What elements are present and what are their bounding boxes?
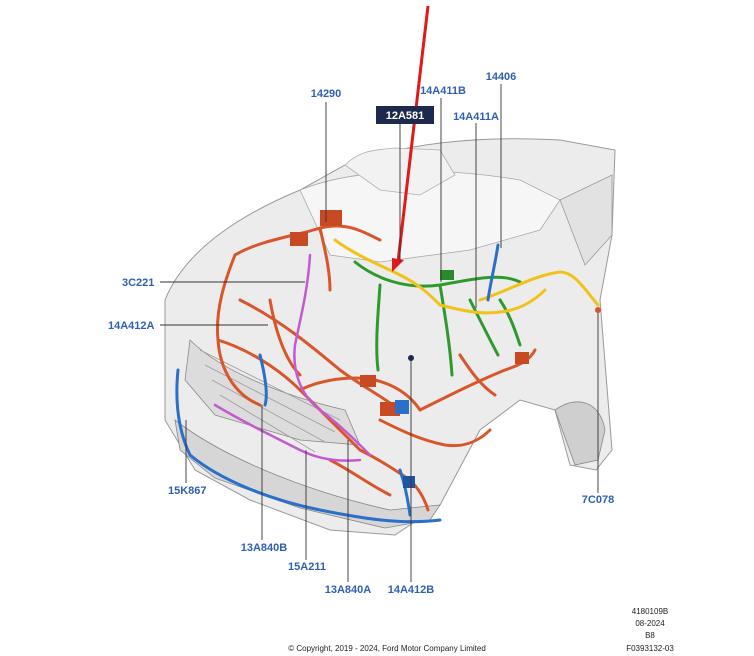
figure-id: F0393132-03 bbox=[626, 644, 674, 653]
harness-blue bbox=[175, 243, 500, 524]
revision-code: B8 bbox=[645, 631, 655, 640]
harness-orange bbox=[215, 210, 537, 512]
callout-12A581: 12A581 bbox=[386, 110, 425, 122]
vehicle-body bbox=[164, 138, 616, 536]
harness-green bbox=[353, 260, 522, 377]
date-code: 08-2024 bbox=[635, 619, 665, 628]
harness-pink bbox=[213, 253, 372, 462]
callout-14290: 14290 bbox=[311, 88, 342, 100]
callout-14A412A: 14A412A bbox=[108, 320, 155, 332]
callout-14A411B: 14A411B bbox=[420, 85, 466, 97]
callout-3C221: 3C221 bbox=[122, 277, 154, 289]
harness-yellow bbox=[333, 238, 600, 315]
callout-14A411A: 14A411A bbox=[453, 111, 499, 123]
callout-14406: 14406 bbox=[486, 71, 517, 83]
callout-15K867: 15K867 bbox=[168, 485, 207, 497]
red-indicator-arrow bbox=[392, 5, 430, 272]
copyright-notice: © Copyright, 2019 - 2024, Ford Motor Com… bbox=[288, 644, 486, 653]
leader-lines bbox=[160, 84, 601, 582]
ref-code: 4180109B bbox=[632, 607, 668, 616]
callout-14A412B: 14A412B bbox=[388, 584, 435, 596]
callout-12A581-box: 12A581 bbox=[376, 106, 434, 124]
callout-13A840B: 13A840B bbox=[241, 542, 288, 554]
callout-7C078: 7C078 bbox=[582, 494, 614, 506]
callout-13A840A: 13A840A bbox=[325, 584, 372, 596]
callout-15A211: 15A211 bbox=[288, 561, 326, 573]
